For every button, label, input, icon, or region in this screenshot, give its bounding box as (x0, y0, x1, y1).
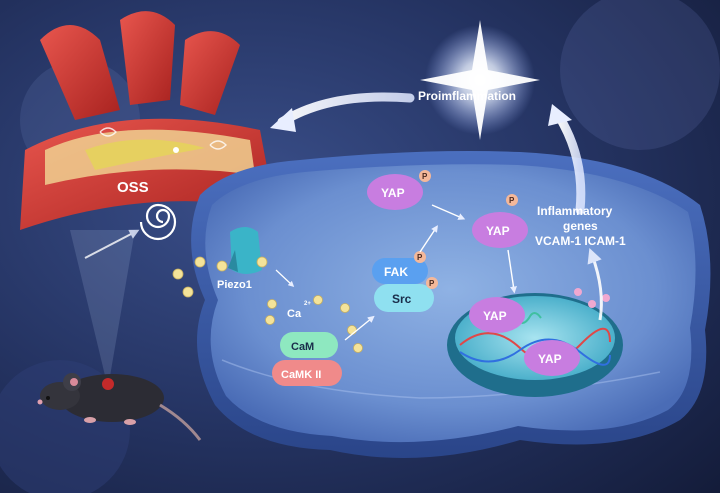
piezo1-channel (228, 227, 262, 274)
piezo1-label: Piezo1 (217, 279, 252, 291)
genes-label-line2: genes (563, 219, 598, 233)
src-label: Src (392, 292, 412, 306)
genes-label-line1: Inflammatory (537, 204, 613, 218)
phospho-yap-2 (506, 194, 518, 206)
arrow-to-proinflammation (555, 113, 586, 215)
yap-label-3: YAP (483, 309, 507, 323)
phospho-src (426, 277, 438, 289)
mouse-illustration (37, 373, 202, 441)
camk2-protein (272, 360, 342, 386)
yap-protein-cytoplasm (367, 174, 423, 210)
yap-label-1: YAP (381, 186, 405, 200)
blood-vessel-illustration (20, 11, 275, 230)
phospho-fak (414, 251, 426, 263)
genes-label-line3: VCAM-1 ICAM-1 (535, 234, 626, 248)
fak-label: FAK (384, 265, 408, 279)
proinflammation-label: Proimflammation (418, 89, 516, 103)
phospho-yap-2-label: P (509, 196, 515, 205)
yap-protein-nucleus-2 (524, 340, 580, 376)
yap-label-2: YAP (486, 224, 510, 238)
camk2-label: CaMK II (281, 369, 321, 381)
yap-protein-middle (472, 212, 528, 248)
yap-label-4: YAP (538, 352, 562, 366)
transcript-dots (574, 288, 610, 308)
fak-protein (372, 258, 428, 284)
mouse-funnel (70, 230, 135, 388)
phospho-fak-label: P (417, 253, 423, 262)
calcium-label: Ca (287, 308, 302, 320)
phospho-yap-1 (419, 170, 431, 182)
swirl-icon (139, 203, 177, 241)
cam-label: CaM (291, 341, 314, 353)
calcium-charge-label: 2+ (304, 301, 311, 307)
src-protein (374, 284, 434, 312)
burst-icon (420, 20, 540, 140)
calcium-ions (172, 256, 363, 375)
oss-label: OSS (117, 179, 149, 196)
phospho-yap-1-label: P (422, 172, 428, 181)
yap-protein-nucleus-1 (469, 297, 525, 333)
phospho-src-label: P (429, 279, 435, 288)
cam-protein (280, 332, 338, 358)
